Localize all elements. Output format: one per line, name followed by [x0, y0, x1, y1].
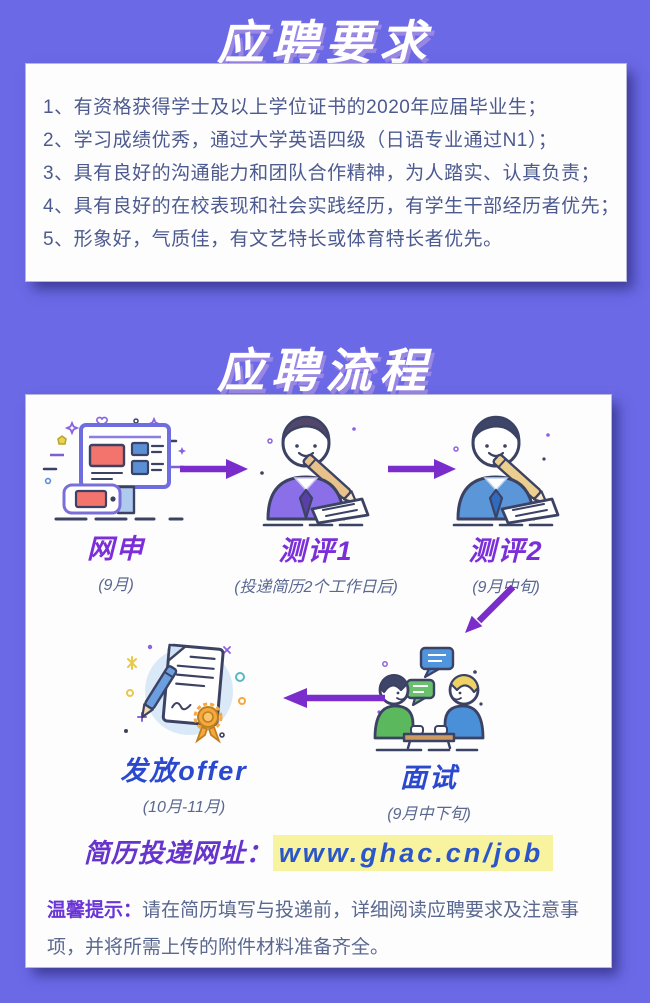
step-assessment-2: 测评2 (9月中旬) — [426, 415, 586, 597]
step-sub-online-application: (9月) — [98, 577, 134, 594]
arrow-down-left-icon — [451, 583, 521, 647]
requirements-card: 1、有资格获得学士及以上学位证书的2020年应届毕业生； 2、学习成绩优秀，通过… — [25, 63, 627, 282]
arrow-left-icon — [281, 685, 391, 711]
step-sub-interview: (9月中下旬) — [387, 806, 471, 823]
requirement-item-3: 3、具有良好的沟通能力和团队合作精神，为人踏实、认真负责； — [43, 163, 601, 184]
requirements-title: 应聘要求 — [217, 16, 433, 69]
step-sub-assessment-1: (投递简历2个工作日后) — [234, 579, 398, 596]
step-label-offer: 发放offer — [120, 756, 248, 786]
step-label-online-application: 网申 — [87, 534, 145, 564]
requirement-item-4: 4、具有良好的在校表现和社会实践经历，有学生干部经历者优先； — [43, 196, 620, 217]
step-sub-assessment-2: (9月中旬) — [472, 579, 540, 596]
requirements-list: 1、有资格获得学士及以上学位证书的2020年应届毕业生； 2、学习成绩优秀，通过… — [26, 64, 626, 256]
step-label-assessment-1: 测评1 — [278, 536, 354, 566]
warm-tip-label: 温馨提示： — [47, 900, 143, 921]
person-writing-purple-icon — [236, 415, 396, 527]
computer-phone-icon — [36, 415, 196, 525]
resume-url-link[interactable]: www.ghac.cn/job — [272, 835, 554, 871]
step-online-application: 网申 (9月) — [36, 415, 196, 595]
resume-url-label: 简历投递网址： — [83, 838, 273, 868]
resume-url-row: 简历投递网址：www.ghac.cn/job — [26, 833, 611, 871]
arrow-right-icon — [178, 455, 250, 483]
step-offer: 发放offer (10月-11月) — [104, 635, 264, 817]
step-label-assessment-2: 测评2 — [468, 536, 544, 566]
process-title: 应聘流程 — [217, 344, 433, 397]
step-sub-offer: (10月-11月) — [142, 799, 226, 816]
arrow-right-icon — [386, 455, 458, 483]
requirement-item-5: 5、形象好，气质佳，有文艺特长或体育特长者优先。 — [43, 229, 503, 250]
warm-tip-text: 请在简历填写与投递前，详细阅读应聘要求及注意事项，并将所需上传的附件材料准备齐全… — [47, 900, 580, 958]
requirement-item-2: 2、学习成绩优秀，通过大学英语四级（日语专业通过N1）； — [43, 130, 558, 151]
step-assessment-1: 测评1 (投递简历2个工作日后) — [234, 415, 398, 597]
process-card: 网申 (9月) — [25, 394, 612, 968]
step-interview: 面试 (9月中下旬) — [349, 642, 509, 824]
interview-discussion-icon — [349, 642, 509, 754]
person-writing-blue-icon — [426, 415, 586, 527]
step-label-interview: 面试 — [400, 763, 458, 793]
requirement-item-1: 1、有资格获得学士及以上学位证书的2020年应届毕业生； — [43, 97, 547, 118]
warm-tip: 温馨提示：请在简历填写与投递前，详细阅读应聘要求及注意事项，并将所需上传的附件材… — [47, 892, 593, 966]
offer-certificate-icon — [104, 635, 264, 747]
